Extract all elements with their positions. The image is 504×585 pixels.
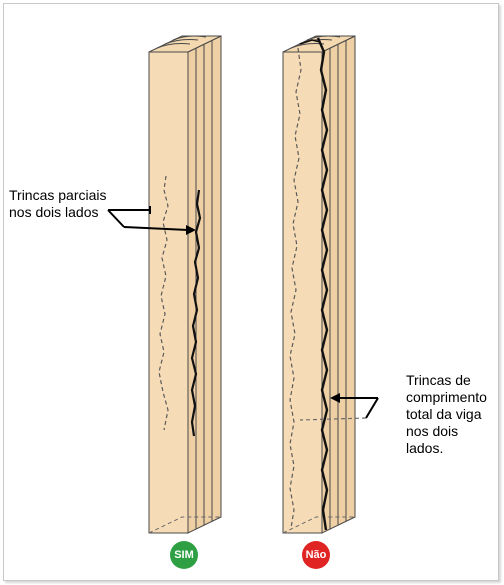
badge-no: Não: [302, 541, 330, 569]
beam-left: [148, 35, 222, 534]
label-partial-cracks: Trincas parciais nos dois lados: [9, 187, 107, 220]
badge-yes-text: SIM: [174, 549, 194, 561]
leader-full: [299, 393, 379, 421]
badge-yes: SIM: [170, 541, 198, 569]
beam-left-front-face: [148, 51, 189, 534]
leader-partial: [107, 206, 196, 235]
crack-left-hidden: [158, 175, 169, 431]
crack-right-hidden: [289, 47, 302, 529]
label-full-length-cracks: Trincas de comprimento total da viga nos…: [406, 372, 487, 456]
beam-right-front-face: [282, 51, 323, 534]
beam-right: [282, 35, 356, 534]
crack-left-partial: [190, 189, 202, 437]
image-frame: [3, 3, 499, 581]
crack-right-full: [316, 37, 329, 531]
badge-no-text: Não: [305, 549, 327, 561]
